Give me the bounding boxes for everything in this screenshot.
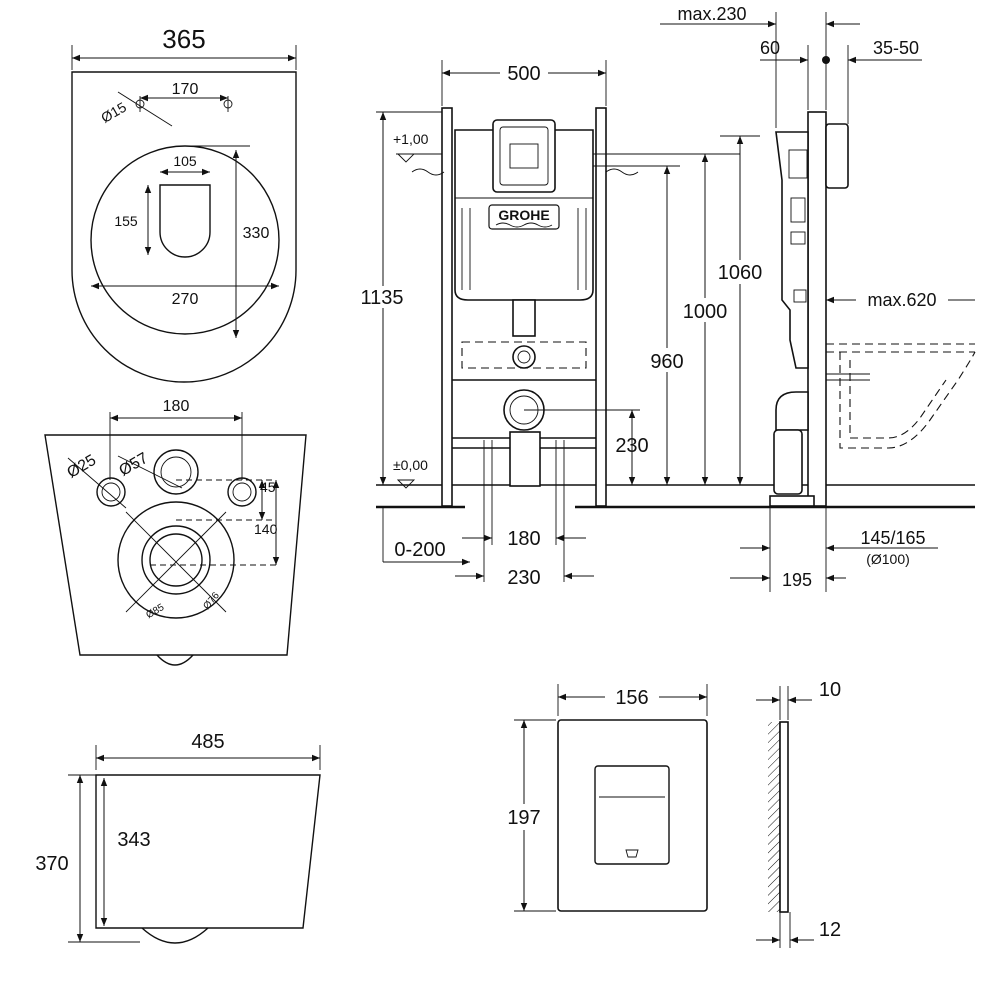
bowl-height-inner-label: 343 (117, 829, 150, 851)
inner-width-label: 270 (172, 291, 199, 308)
adjust-0-200-label: 0-200 (394, 539, 445, 561)
plate-width-label: 156 (615, 687, 648, 709)
max-620-label: max.620 (867, 290, 936, 310)
height-1060-label: 1060 (718, 262, 763, 284)
level-zero-label: ±0,00 (393, 457, 428, 473)
width-180-label: 180 (507, 528, 540, 550)
width-230-label: 230 (507, 567, 540, 589)
opening-height-label: 155 (114, 213, 138, 229)
grohe-brand-label: GROHE (498, 207, 549, 223)
dia-76-label: Ø76 (201, 590, 222, 612)
offset-140-label: 140 (254, 521, 278, 537)
depth-145-165-label: 145/165 (860, 528, 925, 548)
flush-plate-front: 156 197 (500, 684, 708, 912)
bowl-depth-label: 330 (243, 225, 270, 242)
hole-57-label: Ø57 (116, 450, 151, 480)
grohe-badge (488, 204, 560, 230)
opening-width-label: 105 (173, 153, 197, 169)
plate-height-label: 197 (507, 807, 540, 829)
max-230-label: max.230 (677, 4, 746, 24)
back-spacing-label: 180 (163, 398, 190, 415)
plate-depth-12-label: 12 (819, 919, 841, 941)
bowl-back-view: 180 Ø25 Ø57 45 140 Ø85 Ø76 (44, 398, 307, 666)
height-1135-label: 1135 (360, 287, 403, 309)
flush-plate-side: 10 12 (756, 679, 841, 948)
bowl-width-label: 365 (162, 24, 205, 54)
offset-45-label: 45 (260, 479, 276, 495)
pipe-dia-label: (Ø100) (866, 551, 910, 567)
frame-front-view: GROHE 500 1135 +1,00 ±0,00 100 (358, 60, 975, 589)
bowl-top-view: 365 170 Ø15 105 155 330 270 (71, 24, 297, 383)
bowl-height-outer-label: 370 (35, 853, 68, 875)
dia-85-label: Ø85 (144, 602, 166, 621)
frame-side-view: max.230 60 35-50 max.620 145/165 (Ø100) … (660, 4, 976, 592)
hole-25-label: Ø25 (64, 452, 99, 482)
height-1000-label: 1000 (683, 301, 728, 323)
depth-35-50-label: 35-50 (873, 38, 919, 58)
hole-spacing-label: 170 (172, 81, 199, 98)
frame-width-label: 500 (507, 63, 540, 85)
height-230-label: 230 (615, 435, 648, 457)
hole-dia-label: Ø15 (98, 99, 129, 126)
plate-depth-10-label: 10 (819, 679, 841, 701)
depth-60-label: 60 (760, 38, 780, 58)
bowl-side-view: 485 370 343 (35, 731, 321, 944)
depth-195-label: 195 (782, 570, 812, 590)
level-plus-label: +1,00 (393, 131, 429, 147)
bowl-length-label: 485 (191, 731, 224, 753)
height-960-label: 960 (650, 351, 683, 373)
